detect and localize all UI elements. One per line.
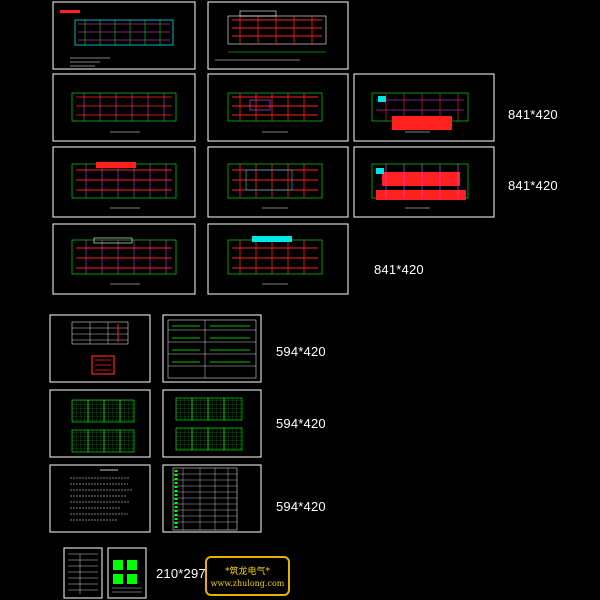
sheet-material-table[interactable] — [162, 464, 262, 533]
sheet-system-diagram-2[interactable] — [162, 314, 262, 383]
sheet-index-2[interactable] — [107, 547, 147, 599]
watermark-url: www.zhulong.com — [210, 579, 285, 588]
watermark-stamp: *筑龙电气* www.zhulong.com — [205, 556, 290, 596]
sheet-system-diagram-1[interactable] — [49, 314, 151, 383]
sheet-floor-plan-5[interactable] — [353, 73, 495, 142]
sheet-floor-plan-10[interactable] — [207, 223, 349, 295]
sheet-index-1[interactable] — [63, 547, 103, 599]
sheet-floor-plan-3[interactable] — [52, 73, 196, 142]
sheet-floor-plan-7[interactable] — [207, 146, 349, 218]
size-label-row-d: 594*420 — [276, 344, 326, 359]
watermark-title: *筑龙电气* — [224, 567, 270, 577]
sheet-floor-plan-9[interactable] — [52, 223, 196, 295]
size-label-row-b: 841*420 — [508, 178, 558, 193]
sheet-floor-plan-4[interactable] — [207, 73, 349, 142]
sheet-floor-plan-2[interactable] — [207, 1, 349, 70]
size-label-row-c: 841*420 — [374, 262, 424, 277]
size-label-row-a: 841*420 — [508, 107, 558, 122]
size-label-row-e: 594*420 — [276, 416, 326, 431]
sheet-floor-plan-1[interactable] — [52, 1, 196, 70]
sheet-floor-plan-8[interactable] — [353, 146, 495, 218]
sheet-floor-plan-6[interactable] — [52, 146, 196, 218]
sheet-design-notes[interactable] — [49, 464, 151, 533]
sheet-system-diagram-3[interactable] — [49, 389, 151, 458]
sheet-system-diagram-4[interactable] — [162, 389, 262, 458]
size-label-row-g: 210*297 — [156, 566, 206, 581]
size-label-row-f: 594*420 — [276, 499, 326, 514]
